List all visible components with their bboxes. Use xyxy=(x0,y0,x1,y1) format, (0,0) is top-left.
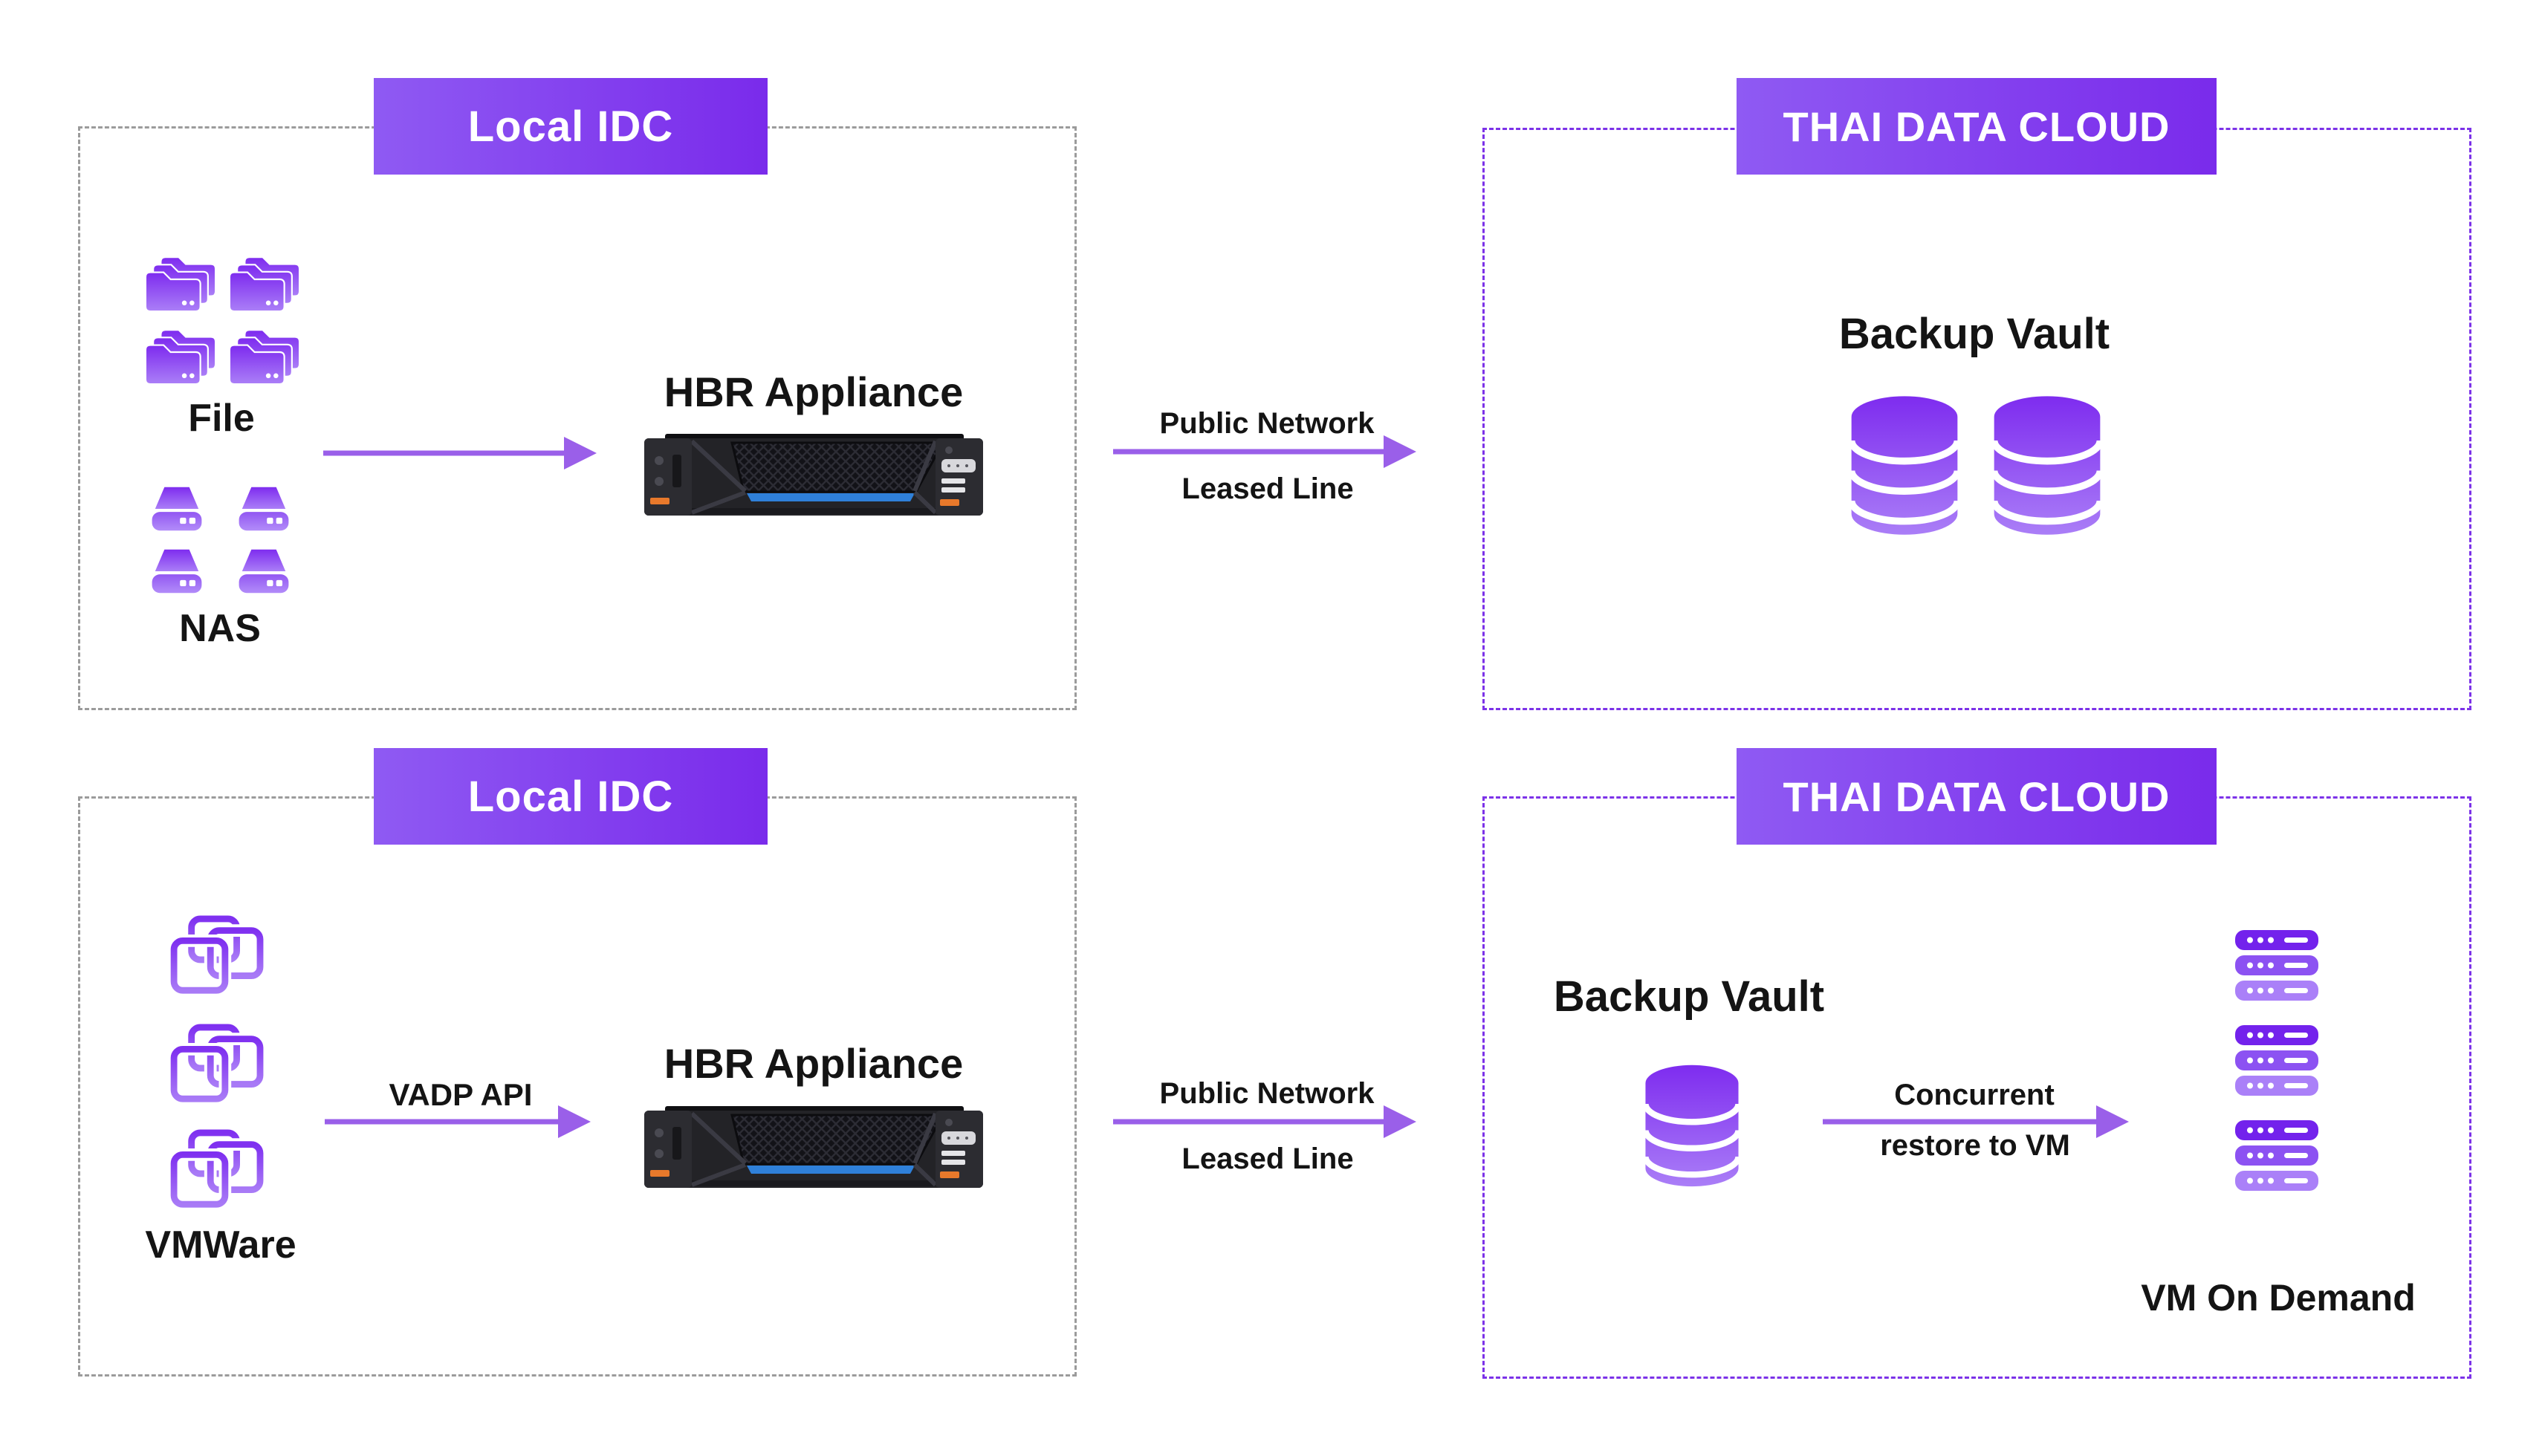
vmware-icon xyxy=(169,1129,269,1211)
nas-drive-icon xyxy=(238,485,290,533)
vmware-label: VMWare xyxy=(145,1223,296,1267)
vmware-icon xyxy=(169,915,269,997)
local-idc-header-row1: Local IDC xyxy=(374,78,768,175)
folder-stack-icon xyxy=(146,329,215,383)
public-network-label-row2: Public Network xyxy=(1159,1077,1375,1110)
thai-data-cloud-header-row2: THAI DATA CLOUD xyxy=(1737,748,2217,845)
nas-drive-icon xyxy=(151,485,203,533)
vm-server-unit-icon xyxy=(2235,1025,2318,1045)
local-idc-header-row2: Local IDC xyxy=(374,748,768,845)
nas-drive-icon xyxy=(151,547,203,595)
thai-data-cloud-title-row2: THAI DATA CLOUD xyxy=(1783,773,2170,820)
backup-vault-label-row2: Backup Vault xyxy=(1553,972,1825,1021)
vm-server-unit-icon xyxy=(2235,1145,2318,1166)
database-cylinder-icon xyxy=(1988,391,2107,538)
thai-data-cloud-title-row1: THAI DATA CLOUD xyxy=(1783,103,2170,150)
folder-stack-icon xyxy=(146,256,215,311)
restore-to-vm-label: restore to VM xyxy=(1880,1129,2070,1162)
vm-on-demand-label: VM On Demand xyxy=(2141,1277,2416,1319)
vm-server-unit-icon xyxy=(2235,981,2318,1001)
vm-server-unit-icon xyxy=(2235,1120,2318,1140)
vm-server-unit-icon xyxy=(2235,1076,2318,1096)
vm-server-unit-icon xyxy=(2235,930,2318,950)
backup-vault-label-row1: Backup Vault xyxy=(1838,310,2110,358)
database-cylinder-icon xyxy=(1640,1061,1744,1189)
hbr-appliance-label-row1: HBR Appliance xyxy=(664,368,964,415)
thai-data-cloud-header-row1: THAI DATA CLOUD xyxy=(1737,78,2217,175)
server-appliance-image xyxy=(643,1105,985,1194)
concurrent-label: Concurrent xyxy=(1894,1079,2055,1111)
network-arrow-row1 xyxy=(1113,435,1416,468)
hbr-appliance-label-row2: HBR Appliance xyxy=(664,1040,964,1087)
vm-server-unit-icon xyxy=(2235,1050,2318,1070)
network-arrow-row2 xyxy=(1113,1105,1416,1138)
folder-stack-icon xyxy=(230,329,299,383)
data-flow-arrow-row1 xyxy=(323,437,597,469)
nas-drive-icon xyxy=(238,547,290,595)
server-appliance-image xyxy=(643,432,985,521)
vmware-icon xyxy=(169,1024,269,1105)
file-label: File xyxy=(188,397,255,440)
nas-label: NAS xyxy=(179,607,261,650)
local-idc-title-row1: Local IDC xyxy=(467,102,674,151)
vadp-api-label: VADP API xyxy=(389,1077,533,1112)
vm-server-unit-icon xyxy=(2235,1171,2318,1191)
public-network-label-row1: Public Network xyxy=(1159,407,1375,440)
leased-line-label-row1: Leased Line xyxy=(1181,472,1354,505)
database-cylinder-icon xyxy=(1845,391,1964,538)
folder-stack-icon xyxy=(230,256,299,311)
local-idc-title-row2: Local IDC xyxy=(467,772,674,821)
thai-data-cloud-box-row1 xyxy=(1482,128,2471,710)
vm-server-unit-icon xyxy=(2235,955,2318,975)
vadp-arrow xyxy=(325,1105,591,1138)
leased-line-label-row2: Leased Line xyxy=(1181,1143,1354,1175)
restore-arrow xyxy=(1823,1105,2129,1138)
